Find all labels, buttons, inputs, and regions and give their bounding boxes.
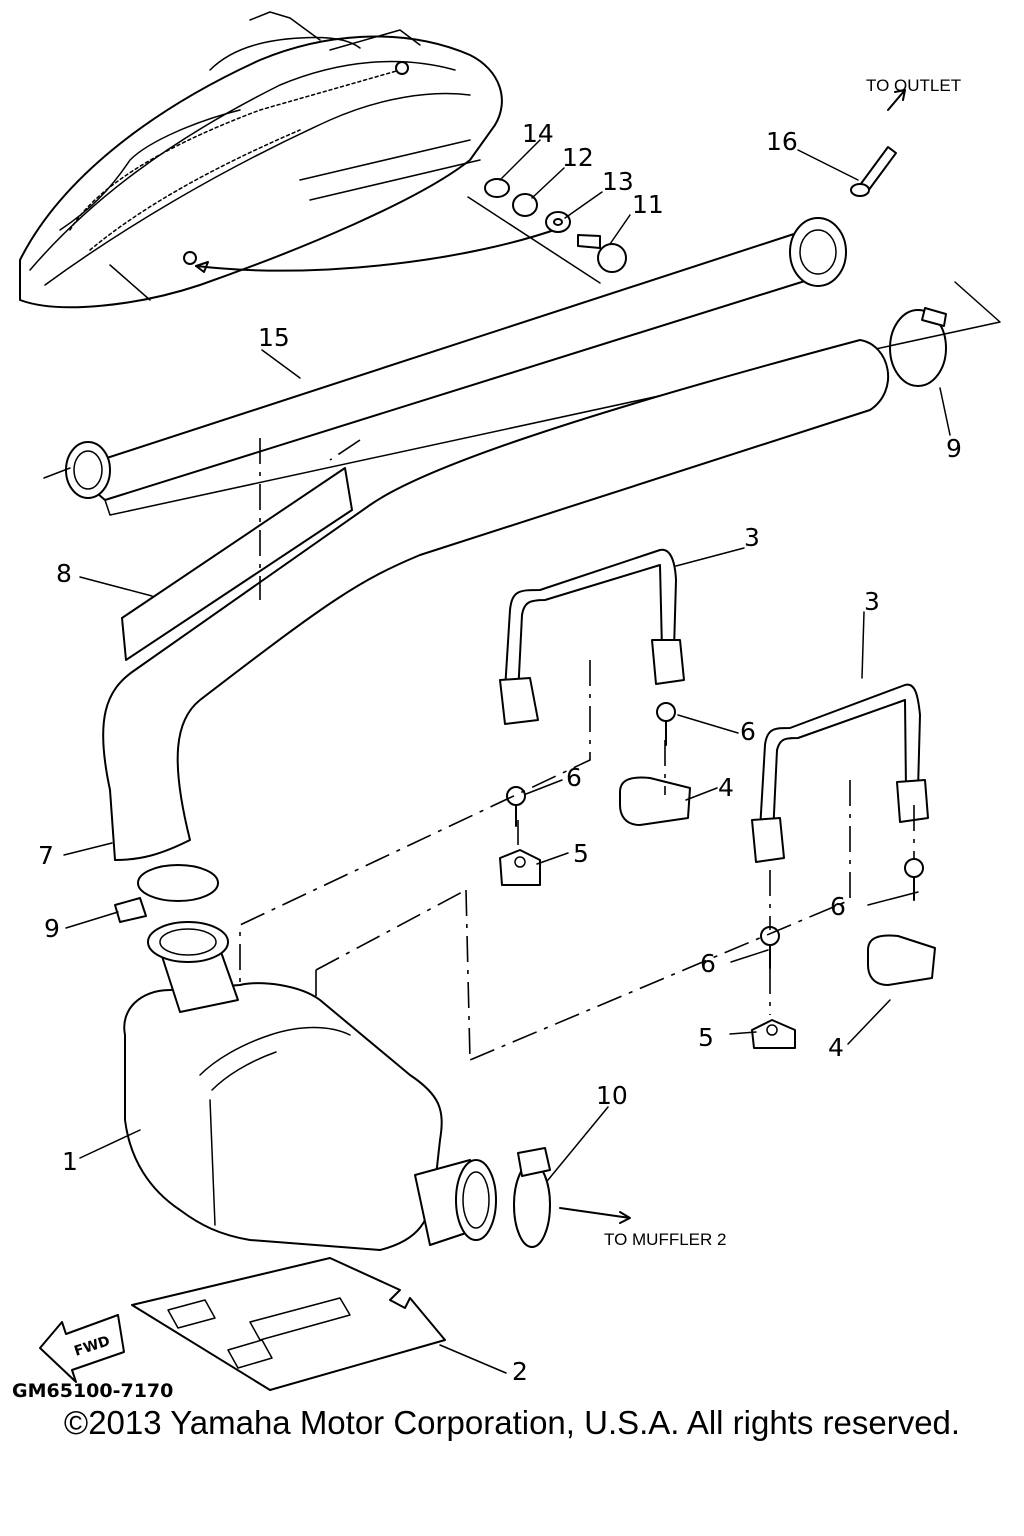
clip-5-a xyxy=(499,849,541,886)
pad-4-b xyxy=(867,934,936,986)
callout-13: 13 xyxy=(602,167,634,196)
callout-5-b: 5 xyxy=(698,1023,714,1052)
callout-8: 8 xyxy=(56,559,72,588)
callout-4-b: 4 xyxy=(828,1033,844,1062)
to-muffler-note: TO MUFFLER 2 xyxy=(604,1230,726,1249)
bolt-6-c xyxy=(904,858,924,901)
bracket-3-left xyxy=(499,548,685,725)
callout-6-c: 6 xyxy=(830,892,846,921)
callout-6-a: 6 xyxy=(740,717,756,746)
callout-3-right: 3 xyxy=(864,587,880,616)
drawing-code: GM65100-7170 xyxy=(12,1380,173,1402)
callout-9-lower: 9 xyxy=(44,914,60,943)
callout-12: 12 xyxy=(562,143,594,172)
pad-8 xyxy=(121,467,353,661)
hose-clamp-10 xyxy=(513,1147,631,1248)
fastener-group-11-14 xyxy=(467,178,627,284)
fitting-16 xyxy=(850,89,906,197)
fwd-arrow-icon: FWD xyxy=(39,1314,125,1383)
clamp-14 xyxy=(484,178,510,198)
pad-4-a xyxy=(619,776,691,826)
callout-1: 1 xyxy=(62,1147,78,1176)
callout-11: 11 xyxy=(632,190,664,219)
to-outlet-note: TO OUTLET xyxy=(866,76,961,95)
callout-5-a: 5 xyxy=(573,839,589,868)
callout-7: 7 xyxy=(38,841,54,870)
plate-2 xyxy=(131,1257,446,1391)
callout-15: 15 xyxy=(258,323,290,352)
hose-clamp-9-lower xyxy=(114,864,219,923)
copyright-notice: ©2013 Yamaha Motor Corporation, U.S.A. A… xyxy=(63,1404,961,1441)
clip-5-b xyxy=(751,1019,796,1049)
tube-15 xyxy=(43,217,1001,516)
callout-6-d: 6 xyxy=(700,949,716,978)
bolt-6-a xyxy=(656,702,676,746)
callout-16: 16 xyxy=(766,127,798,156)
bolt-11 xyxy=(577,234,601,249)
hose-7 xyxy=(102,339,889,861)
callout-14: 14 xyxy=(522,119,554,148)
callout-4-a: 4 xyxy=(718,773,734,802)
callout-2: 2 xyxy=(512,1357,528,1386)
callout-3-left: 3 xyxy=(744,523,760,552)
hose-clamp-9-upper xyxy=(889,307,947,387)
callout-6-b: 6 xyxy=(566,763,582,792)
muffler-1 xyxy=(123,921,497,1251)
bolt-6-b xyxy=(506,786,526,827)
leader-lines xyxy=(63,139,951,1374)
callout-9-upper: 9 xyxy=(946,434,962,463)
callout-10: 10 xyxy=(596,1081,628,1110)
nut-12 xyxy=(512,193,538,217)
callout-labels: 16 14 12 13 11 15 9 8 3 3 6 4 6 5 7 9 6 … xyxy=(38,119,962,1386)
watercraft-illustration xyxy=(19,11,561,309)
bracket-3-right xyxy=(751,683,929,863)
